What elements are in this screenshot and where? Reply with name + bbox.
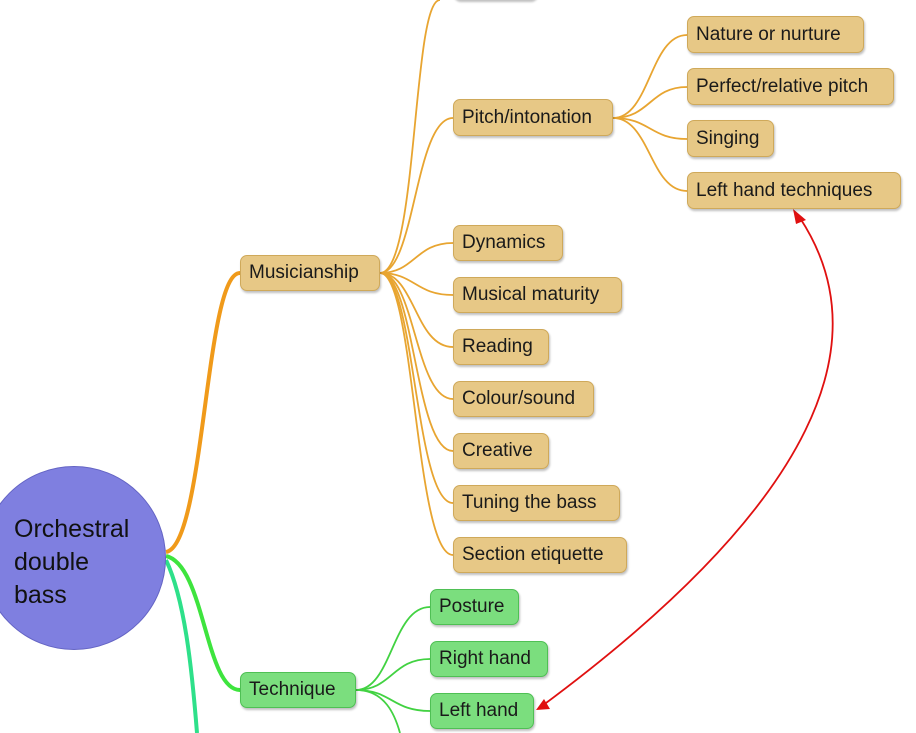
- connector-technique-posture: [355, 606, 431, 691]
- connector-technique-righthand: [355, 658, 431, 691]
- connector-musicianship-colour: [379, 272, 454, 400]
- root-label-line: Orchestral: [14, 515, 130, 543]
- connector-musicianship-offscreen: [379, 0, 441, 274]
- relation-arrow: [541, 217, 834, 707]
- root-label: Orchestral double bass: [14, 513, 129, 612]
- node-dynamics[interactable]: Dynamics: [453, 225, 563, 261]
- connector-musicianship-dynamics: [379, 242, 454, 274]
- connector-root-musicianship: [165, 271, 241, 554]
- connector-pitch-perfect: [612, 86, 688, 119]
- connector-musicianship-maturity: [379, 272, 454, 296]
- node-singing[interactable]: Singing: [687, 120, 774, 157]
- node-technique[interactable]: Technique: [240, 672, 356, 708]
- node-left-hand[interactable]: Left hand: [430, 693, 534, 729]
- connector-pitch-singing: [612, 117, 688, 140]
- node-pitch-intonation[interactable]: Pitch/intonation: [453, 99, 613, 136]
- connector-root-technique: [165, 554, 241, 692]
- node-perfect-relative-pitch[interactable]: Perfect/relative pitch: [687, 68, 894, 105]
- root-label-line: bass: [14, 581, 67, 609]
- connector-musicianship-creative: [379, 272, 454, 452]
- connector-pitch-lefthand: [612, 117, 688, 192]
- node-musicianship[interactable]: Musicianship: [240, 255, 380, 291]
- node-nature-or-nurture[interactable]: Nature or nurture: [687, 16, 864, 53]
- connector-musicianship-tuning: [379, 272, 454, 504]
- connector-musicianship-reading: [379, 272, 454, 348]
- root-node[interactable]: [0, 466, 166, 650]
- node-reading[interactable]: Reading: [453, 329, 549, 365]
- connector-technique-lefthand: [355, 689, 431, 712]
- connector-musicianship-pitch: [379, 117, 454, 274]
- relation-arrowhead-bottom: [536, 699, 550, 710]
- relation-arrowhead-top: [793, 209, 806, 224]
- connector-technique-offscreen: [355, 689, 401, 733]
- node-left-hand-techniques[interactable]: Left hand techniques: [687, 172, 901, 209]
- root-label-line: double: [14, 548, 90, 576]
- node-posture[interactable]: Posture: [430, 589, 519, 625]
- connector-musicianship-etiquette: [379, 272, 454, 556]
- node-musical-maturity[interactable]: Musical maturity: [453, 277, 622, 313]
- node-section-etiquette[interactable]: Section etiquette: [453, 537, 627, 573]
- node-tuning-the-bass[interactable]: Tuning the bass: [453, 485, 620, 521]
- connector-pitch-nature: [612, 34, 688, 119]
- connector-root-offscreen: [164, 559, 199, 733]
- node-creative[interactable]: Creative: [453, 433, 549, 469]
- node-colour-sound[interactable]: Colour/sound: [453, 381, 594, 417]
- node-right-hand[interactable]: Right hand: [430, 641, 548, 677]
